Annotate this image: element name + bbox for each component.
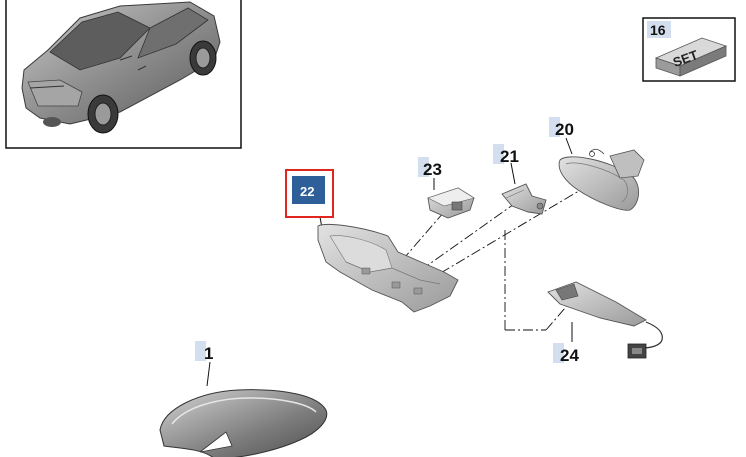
car-illustration	[21, 1, 221, 134]
svg-text:22: 22	[300, 184, 314, 199]
callout-20[interactable]: 20	[549, 117, 574, 139]
vehicle-thumbnail	[5, 0, 242, 149]
svg-text:1: 1	[204, 344, 213, 363]
callout-labels: 23 21 20 1 24 22	[195, 117, 579, 365]
svg-text:20: 20	[555, 120, 574, 139]
part-22-mirror-base-cover[interactable]	[317, 224, 459, 313]
part-21-bracket[interactable]	[501, 183, 547, 215]
svg-text:21: 21	[500, 147, 519, 166]
part-24-sensor-cover[interactable]	[547, 281, 663, 359]
connector-plug-icon	[627, 343, 647, 359]
callout-21[interactable]: 21	[493, 144, 519, 166]
part-1-mirror-housing[interactable]	[159, 389, 328, 457]
part-20-interior-mirror[interactable]	[558, 148, 645, 211]
svg-text:23: 23	[423, 160, 442, 179]
callout-22-selected[interactable]: 22	[285, 169, 334, 218]
set-kit-box[interactable]: 16 SET	[642, 17, 736, 82]
svg-text:24: 24	[560, 346, 579, 365]
set-block-icon	[654, 37, 728, 77]
callout-23[interactable]: 23	[418, 157, 442, 179]
part-23-sensor[interactable]	[427, 187, 475, 219]
callout-16: 16	[650, 22, 666, 38]
callout-24[interactable]: 24	[553, 343, 579, 365]
selection-highlight-frame	[285, 169, 334, 218]
callout-1[interactable]: 1	[195, 341, 213, 363]
callout-16-bg	[647, 21, 671, 38]
